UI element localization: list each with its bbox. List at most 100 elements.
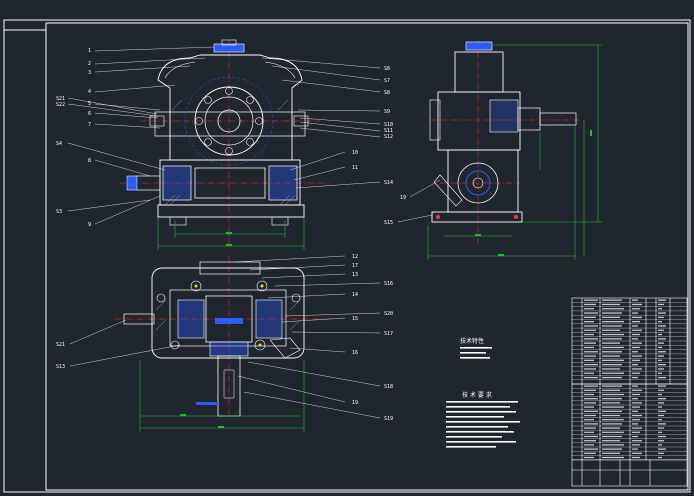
part-label: 4 <box>88 89 91 95</box>
part-label: S11 <box>384 128 393 134</box>
side-view: 19 S15 <box>384 40 602 260</box>
part-label: 3 <box>88 70 91 76</box>
illegible-text <box>602 325 622 327</box>
illegible-text <box>584 342 596 344</box>
part-label: S18 <box>384 384 393 390</box>
illegible-text <box>584 372 594 374</box>
illegible-text <box>632 325 638 327</box>
illegible-text <box>602 329 620 331</box>
illegible-text <box>584 410 598 412</box>
illegible-text <box>584 329 596 331</box>
illegible-text <box>658 419 662 421</box>
illegible-text <box>658 410 666 412</box>
part-label: S14 <box>384 180 393 186</box>
illegible-text <box>632 410 638 412</box>
illegible-text <box>602 308 624 310</box>
illegible-text <box>632 303 642 306</box>
front-view-labels-right: S6 S7 S8 S9 S10 S11 S12 10 11 S14 <box>352 66 393 186</box>
illegible-text <box>602 435 622 438</box>
part-label: 1 <box>88 48 91 54</box>
illegible-text <box>602 359 624 361</box>
top-view-labels-right: 12 17 13 S16 14 S20 15 S17 16 S18 19 S19 <box>352 254 393 422</box>
illegible-text <box>584 406 594 408</box>
illegible-text <box>584 333 594 336</box>
illegible-text <box>602 419 624 421</box>
illegible-text <box>632 456 640 459</box>
part-label: S19 <box>384 416 393 422</box>
technical-notes: 技术特性 技 术 要 求 <box>446 337 520 448</box>
illegible-text <box>584 325 598 327</box>
illegible-text <box>584 312 598 314</box>
illegible-text <box>658 299 666 301</box>
illegible-text <box>658 338 666 340</box>
illegible-text <box>602 431 624 433</box>
illegible-text <box>602 355 620 357</box>
illegible-text <box>658 342 664 344</box>
part-label: 12 <box>352 254 358 260</box>
part-label: 8 <box>88 158 91 164</box>
top-view <box>69 255 381 432</box>
illegible-text <box>602 368 620 370</box>
illegible-text <box>658 308 662 310</box>
illegible-text <box>632 452 642 454</box>
illegible-text <box>632 355 642 357</box>
illegible-text <box>602 448 622 450</box>
part-label: 10 <box>352 150 358 156</box>
illegible-text <box>632 321 640 323</box>
illegible-text <box>632 389 642 391</box>
illegible-text <box>632 364 638 366</box>
part-label: 19 <box>400 195 406 201</box>
illegible-text <box>602 452 620 454</box>
illegible-text <box>584 414 596 417</box>
illegible-text <box>584 308 594 310</box>
illegible-text <box>602 316 620 318</box>
illegible-text <box>584 303 596 306</box>
illegible-text <box>658 346 662 349</box>
illegible-text <box>658 431 662 433</box>
drawing-frame <box>3 19 691 493</box>
illegible-text <box>602 440 620 442</box>
illegible-text <box>658 376 666 379</box>
illegible-text <box>658 398 666 400</box>
illegible-text <box>584 346 594 349</box>
illegible-text <box>602 406 624 408</box>
illegible-text <box>584 389 596 391</box>
illegible-text <box>584 423 598 425</box>
illegible-text <box>602 338 622 340</box>
illegible-text <box>632 435 638 438</box>
illegible-text <box>632 346 640 349</box>
illegible-text <box>632 419 640 421</box>
illegible-text <box>584 368 596 370</box>
illegible-text <box>658 359 662 361</box>
illegible-text <box>658 440 664 442</box>
illegible-text <box>658 385 666 387</box>
illegible-text <box>584 364 598 366</box>
part-label: S3 <box>56 209 62 215</box>
illegible-text <box>584 440 596 442</box>
illegible-text <box>632 444 640 446</box>
illegible-text <box>584 385 598 387</box>
illegible-text <box>658 368 664 370</box>
illegible-text <box>602 299 622 301</box>
part-label: S9 <box>384 109 390 115</box>
illegible-text <box>632 316 642 318</box>
illegible-text <box>602 364 622 366</box>
illegible-text <box>658 316 664 318</box>
part-label: S4 <box>56 141 62 147</box>
illegible-text <box>632 372 640 374</box>
illegible-text <box>584 393 594 396</box>
illegible-text <box>602 398 622 400</box>
parts-list-rows <box>572 299 687 380</box>
illegible-text <box>602 321 624 323</box>
tech-requirements-title: 技 术 要 求 <box>462 391 492 399</box>
illegible-text <box>632 385 638 387</box>
illegible-text <box>602 342 620 344</box>
part-label: S7 <box>384 78 390 84</box>
illegible-text <box>658 448 666 450</box>
illegible-text <box>584 448 598 450</box>
illegible-text <box>632 359 640 361</box>
illegible-text <box>658 456 662 459</box>
illegible-text <box>602 393 624 396</box>
illegible-text <box>584 398 598 400</box>
illegible-text <box>658 393 662 396</box>
